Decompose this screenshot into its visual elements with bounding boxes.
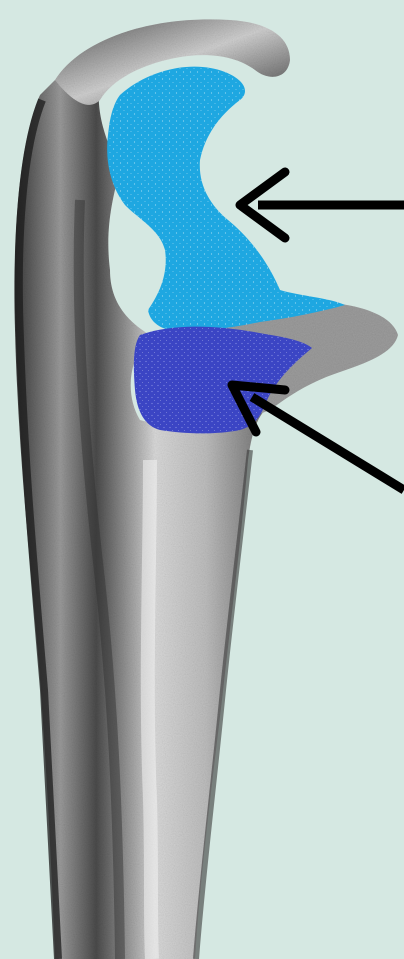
arrow-trochlear-notch — [240, 172, 404, 238]
trochlear-notch-texture — [107, 67, 345, 332]
shaft-highlight — [148, 460, 152, 959]
arrow-radial-notch — [232, 385, 404, 490]
